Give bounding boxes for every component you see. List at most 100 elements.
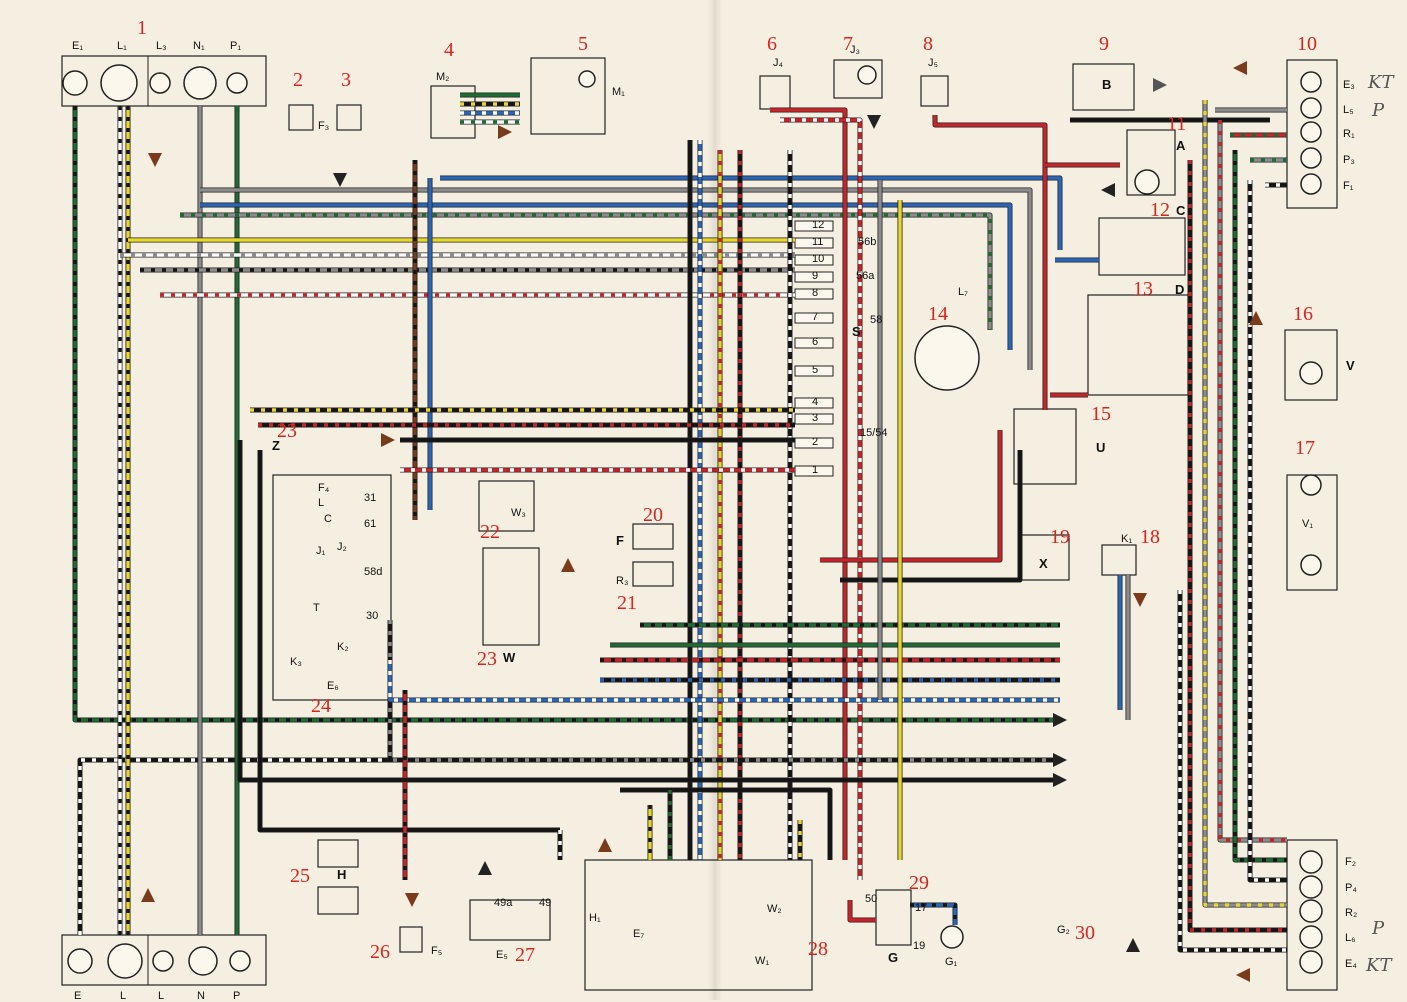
lamp [1299,361,1323,385]
component-number: 27 [515,944,535,966]
component-label: F [616,533,624,548]
terminal-tag: 58d [364,566,383,578]
arrow [867,115,881,129]
connector-pin [1300,173,1322,195]
component-label: K₁ [1121,533,1133,545]
pin-label: N₁ [193,40,205,52]
handwritten-note: P [1372,100,1385,121]
handwritten-note: KT [1368,72,1394,93]
arrow [1233,61,1247,75]
pin-label: F₁ [1343,180,1354,192]
generator-G1 [940,925,964,949]
connector-pin [107,943,143,979]
component-number: 11 [1167,113,1187,135]
pin-label: L₃ [156,40,167,52]
component-number: 7 [843,33,853,55]
component-label: H₁ [589,912,601,924]
terminal-number: 7 [812,311,819,323]
fuse [794,365,834,377]
terminal-number: 8 [812,287,819,299]
terminal-number: 10 [812,253,825,265]
arrow [1249,311,1263,325]
component-number: 5 [578,33,588,55]
wire [200,203,1012,350]
page-fold [708,0,722,1000]
wire-stripe [1188,160,1287,932]
arrow [561,558,575,572]
motor-symbol [578,70,596,88]
handwritten-note: P [1372,918,1385,939]
component-label: C [1176,203,1186,218]
component-label: W [503,650,516,665]
component-number: 16 [1293,303,1313,325]
arrow [498,125,512,139]
pin-label: R₁ [1343,128,1355,140]
component-number: 20 [643,504,663,526]
fuse [794,437,834,449]
terminal-number: 2 [812,436,819,448]
arrow [1153,78,1167,92]
component-label: G [888,950,899,965]
instrument-cluster-24 [272,474,392,701]
pin-label: P [233,990,241,1002]
component-label: W₂ [767,903,782,915]
terminal-tag: 17 [915,902,928,914]
starter-A [1126,129,1176,196]
connector-pin [1300,147,1322,169]
terminal-tag: 31 [364,492,377,504]
wire-stripe [1248,180,1287,882]
wire [73,106,1060,722]
terminal-tag: 61 [364,518,377,530]
connector-bottom [61,934,267,986]
wire [933,115,1047,410]
connector-pin [1300,97,1322,119]
terminal-tag: 15/54 [860,427,888,439]
connector-pin [1299,850,1323,874]
arrow [333,173,347,187]
fuse [794,271,834,283]
component-label: J₄ [773,57,783,69]
component-label: X [1039,556,1048,571]
component-number: 6 [767,33,777,55]
arrow [478,861,492,875]
component-label: M₁ [612,86,625,98]
component-label: W₁ [755,955,770,967]
component-label: D [1175,282,1185,297]
component-label: B [1102,77,1112,92]
terminal-tag: 56b [858,236,877,248]
pin-label: L [158,990,165,1002]
component-label: J₅ [928,57,938,69]
component-number: 25 [290,865,310,887]
connector-pin [62,70,88,96]
component-number: 23 [477,648,497,670]
pin-label: E₄ [1345,958,1357,970]
terminal-tag: 50 [865,893,878,905]
component-number: 22 [480,521,500,543]
component-number: 29 [909,872,929,894]
relay-B [1072,63,1135,111]
component-number: 4 [444,39,454,61]
fuse [794,254,834,266]
switch-R3 [632,561,674,587]
lamp [1300,474,1322,496]
arrow [1053,753,1067,767]
component-number: 3 [341,69,351,91]
component-label: H [337,867,347,882]
terminal-number: 9 [812,270,819,282]
component-number: 13 [1133,278,1153,300]
horn [317,839,359,868]
wire [200,188,1032,370]
fuse [794,337,834,349]
cluster-label: J₂ [337,541,347,553]
arrow [1133,593,1147,607]
wire-stripe [388,660,1060,702]
component-label: R₃ [616,575,629,587]
cluster-label: T [313,602,320,614]
component-label: J₃ [850,44,860,56]
switch-22 [478,480,535,532]
switch-16 [1284,329,1338,401]
terminal-number: 6 [812,336,819,348]
terminal-tag: 58 [870,314,883,326]
component-label: Z [272,438,280,453]
